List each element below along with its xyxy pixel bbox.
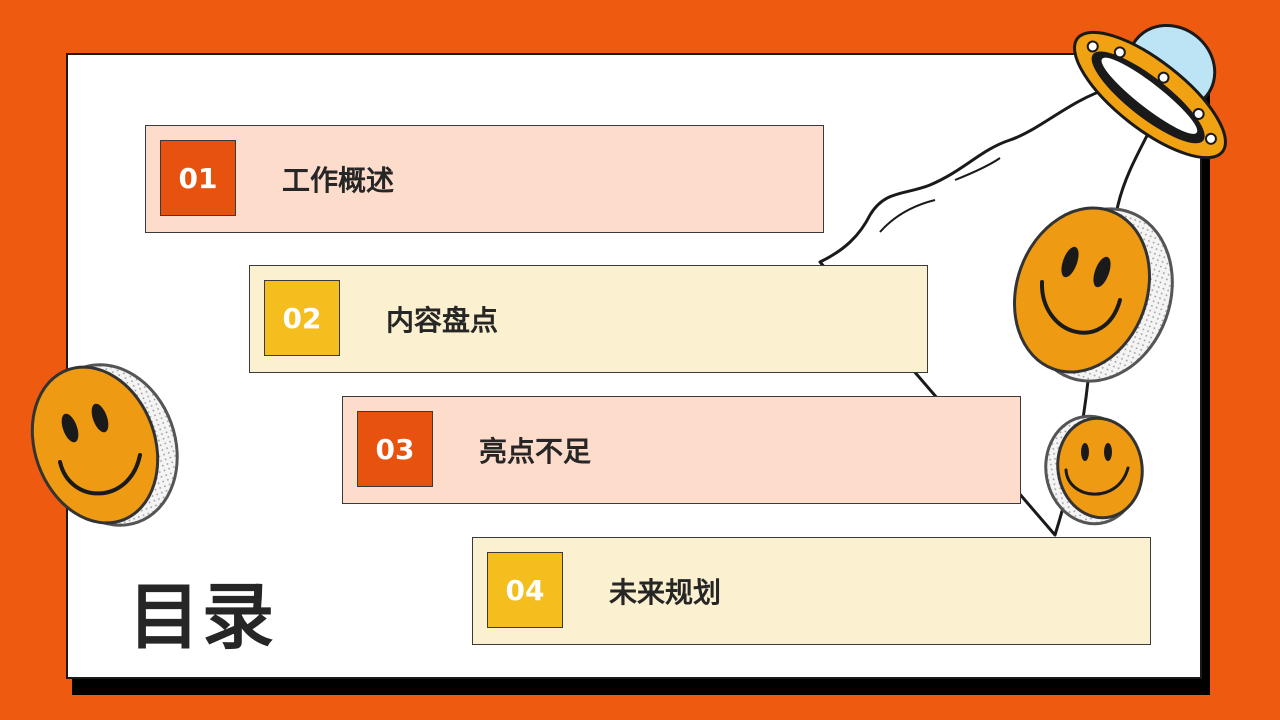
toc-label: 未来规划 — [609, 576, 722, 609]
toc-item-4[interactable]: 04 未来规划 — [472, 537, 1151, 645]
toc-item-2[interactable]: 02 内容盘点 — [249, 265, 928, 373]
toc-number: 04 — [487, 552, 563, 628]
toc-label: 工作概述 — [282, 164, 395, 197]
page-title: 目录 — [128, 575, 277, 659]
toc-number: 03 — [357, 411, 433, 487]
toc-number: 02 — [264, 280, 340, 356]
toc-label: 内容盘点 — [386, 304, 499, 337]
toc-number: 01 — [160, 140, 236, 216]
toc-item-3[interactable]: 03 亮点不足 — [342, 396, 1021, 504]
toc-item-1[interactable]: 01 工作概述 — [145, 125, 824, 233]
toc-label: 亮点不足 — [479, 435, 592, 468]
